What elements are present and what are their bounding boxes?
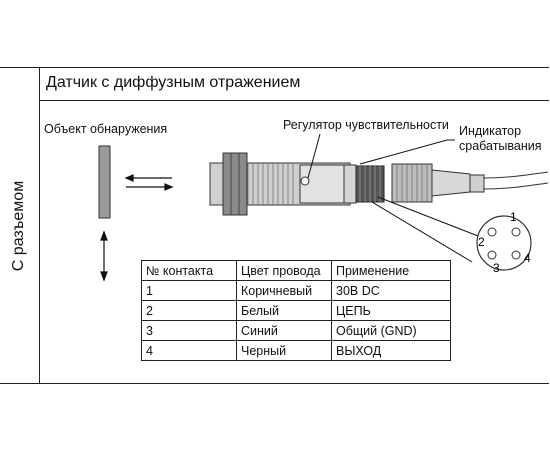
lock-nut	[222, 152, 248, 216]
cell-function: Общий (GND)	[331, 320, 451, 341]
pin-label-1: 1	[510, 210, 517, 224]
object-label: Объект обнаружения	[44, 122, 168, 136]
cell-function: ЦЕПЬ	[331, 300, 451, 321]
page-title: Датчик с диффузным отражением	[46, 74, 301, 91]
table-row: 3 Синий Общий (GND)	[141, 320, 451, 341]
cell-color: Синий	[236, 320, 332, 341]
pin-label-2: 2	[478, 235, 485, 249]
header-function: Применение	[331, 260, 451, 281]
cell-function: 30В DC	[331, 280, 451, 301]
movement-arrow	[100, 230, 108, 282]
indicator-label-line2: срабатывания	[459, 139, 542, 153]
cable-connector	[391, 163, 549, 203]
indicator-window	[343, 164, 357, 204]
diagram-frame: С разъемом Датчик с диффузным отражением	[0, 67, 549, 384]
sensor-body	[209, 152, 385, 216]
indicator-label-line1: Индикатор	[459, 124, 522, 138]
table-row: 2 Белый ЦЕПЬ	[141, 300, 451, 321]
cell-color: Коричневый	[236, 280, 332, 301]
table-row: 1 Коричневый 30В DC	[141, 280, 451, 301]
side-column: С разъемом	[0, 68, 40, 383]
cell-color: Черный	[236, 340, 332, 361]
detection-object	[98, 145, 111, 219]
beam-arrows	[124, 174, 174, 191]
cell-pin: 1	[141, 280, 237, 301]
pin-table: № контакта Цвет провода Применение 1 Кор…	[141, 260, 451, 361]
header-pin-number: № контакта	[141, 260, 237, 281]
connector-face: 1 2 3 4	[476, 210, 532, 275]
cell-function: ВЫХОД	[331, 340, 451, 361]
cell-pin: 4	[141, 340, 237, 361]
header-wire-color: Цвет провода	[236, 260, 332, 281]
cell-pin: 3	[141, 320, 237, 341]
table-row: 4 Черный ВЫХОД	[141, 340, 451, 361]
pin-label-3: 3	[493, 261, 500, 275]
sensitivity-knob	[300, 176, 310, 186]
cell-color: Белый	[236, 300, 332, 321]
pin-table-header: № контакта Цвет провода Применение	[141, 260, 451, 281]
leader-lines	[307, 133, 479, 263]
sensitivity-label: Регулятор чувствительности	[283, 118, 449, 132]
cell-pin: 2	[141, 300, 237, 321]
header-row: Датчик с диффузным отражением	[40, 68, 549, 101]
pin-label-4: 4	[524, 251, 531, 265]
